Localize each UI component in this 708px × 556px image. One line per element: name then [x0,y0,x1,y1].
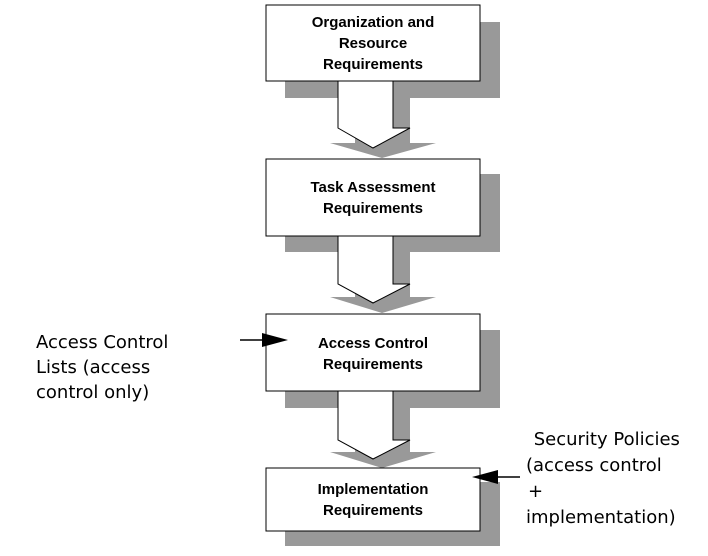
annotation-arrowhead-icon [472,470,498,484]
step-label-line: Requirements [323,502,423,519]
step-implementation: Implementation Requirements [265,467,500,546]
step-label-line: Organization and [312,14,435,31]
flow-arrow-shape [337,390,411,460]
flow-arrow [330,390,436,468]
step-box [265,158,481,237]
annotation-label-line: Lists (access [36,357,150,378]
annotation-label-line: implementation) [526,507,676,528]
flow-arrow [330,80,436,158]
step-label-line: Requirements [323,356,423,373]
annotation-label-line: Security Policies [528,429,680,450]
flow-arrow-shape [337,235,411,304]
annotation-label-line: + [528,481,543,502]
step-label-line: Implementation [318,481,429,498]
step-label-line: Requirements [323,56,423,73]
step-label-line: Access Control [318,335,428,352]
annotation-arrowhead-icon [262,333,288,347]
annotation-label-line: control only) [36,382,149,403]
annotation-label-line: (access control [526,455,662,476]
step-organization-resource: Organization and Resource Requirements [265,4,500,98]
flow-arrow-shape [337,80,411,149]
annotation-access-control-lists: Access Control Lists (access control onl… [36,332,288,403]
step-label-line: Resource [339,35,407,52]
step-box [265,4,481,82]
step-box [265,313,481,392]
step-box [265,467,481,532]
annotation-label-line: Access Control [36,332,168,353]
step-label-line: Requirements [323,200,423,217]
step-task-assessment: Task Assessment Requirements [265,158,500,252]
annotation-security-policies: Security Policies (access control + impl… [472,429,680,528]
step-label-line: Task Assessment [310,179,435,196]
flow-arrow [330,235,436,313]
